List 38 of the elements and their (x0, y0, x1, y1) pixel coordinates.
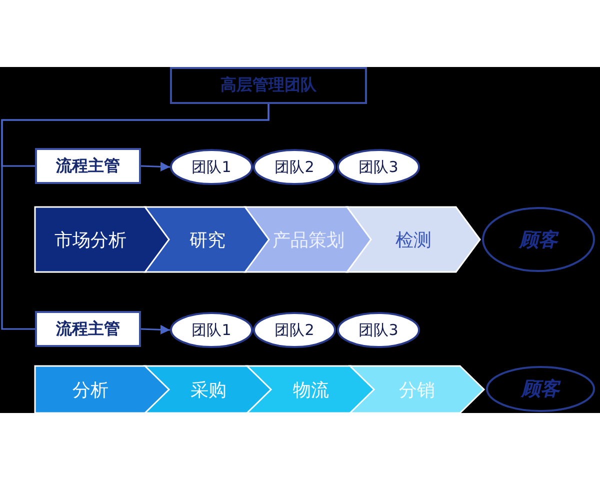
process-step (350, 366, 484, 413)
team-oval (253, 312, 336, 348)
connector-line (1, 104, 270, 330)
node-label: 流程主管 (56, 156, 120, 176)
arrow (140, 324, 170, 334)
node-label: 采购 (190, 378, 226, 402)
node-label: 研究 (190, 228, 226, 252)
process-step (145, 366, 272, 413)
node-label: 市场分析 (54, 228, 126, 252)
node-label: 团队2 (274, 158, 314, 176)
team-oval (337, 312, 420, 348)
process-step (347, 207, 480, 272)
node-label: 团队1 (192, 320, 232, 340)
customer-oval (486, 366, 595, 412)
node-label: 团队1 (192, 158, 232, 176)
arrow (140, 162, 170, 172)
node-label: 分销 (399, 378, 435, 402)
node-label: 顾客 (520, 228, 558, 252)
node-label: 流程主管 (56, 318, 120, 340)
node-label: 团队2 (274, 320, 314, 340)
process-step (247, 366, 375, 413)
node-label: 物流 (293, 378, 329, 402)
customer-oval (482, 207, 595, 272)
process-step (245, 207, 372, 272)
node-label: 团队3 (358, 158, 398, 176)
process-step (145, 207, 270, 272)
management-box (170, 67, 367, 104)
node-label: 产品策划 (272, 228, 344, 252)
process-owner-box (35, 148, 141, 184)
team-oval (253, 149, 336, 185)
node-label: 团队3 (358, 320, 398, 340)
node-label: 顾客 (522, 377, 560, 402)
node-label: 检测 (396, 228, 432, 252)
team-oval (337, 149, 420, 185)
team-oval (170, 149, 253, 185)
team-oval (170, 312, 253, 348)
process-owner-box (35, 311, 141, 347)
node-label: 高层管理团队 (220, 75, 316, 96)
